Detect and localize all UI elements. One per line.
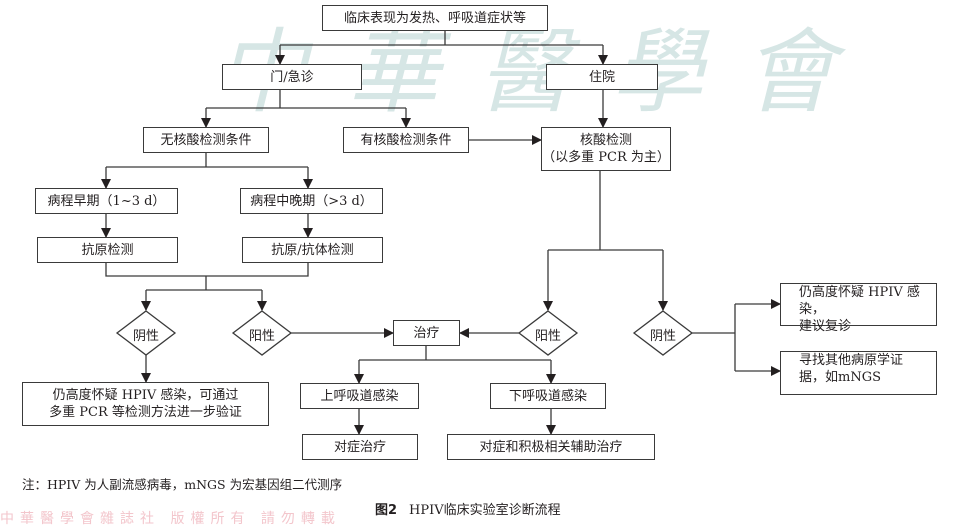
figure-caption: 图2 HPIV临床实验室诊断流程: [375, 499, 561, 518]
caption-label: 图2: [375, 503, 398, 518]
edge-nat-split: [548, 170, 663, 251]
label-pos-right: 阳性: [534, 329, 561, 344]
label-neg-right: 阴性: [649, 329, 676, 344]
node-treatment: 治疗: [393, 320, 460, 346]
node-early: 病程早期（1~3 d）: [35, 188, 178, 214]
node-outpatient: 门/急诊: [222, 64, 362, 90]
caption-title: HPIV临床实验室诊断流程: [409, 503, 561, 518]
diamond-pos-left: [231, 310, 293, 356]
node-urti: 上呼吸道感染: [300, 383, 419, 409]
edge-treatment-split: [359, 345, 551, 361]
suspect-pcr-line1: 仍高度怀疑 HPIV 感染，可通过: [52, 388, 239, 403]
edge-no-nat-split: [106, 152, 308, 168]
node-nat-line2: （以多重 PCR 为主）: [542, 150, 670, 165]
diamond-pos-right: [517, 310, 579, 356]
node-no-nat: 无核酸检测条件: [143, 127, 269, 153]
other-line1: 寻找其他病原学证: [799, 353, 904, 368]
node-nat: 核酸检测 （以多重 PCR 为主）: [541, 127, 671, 171]
node-symptomatic: 对症治疗: [302, 434, 418, 460]
edge-join: [105, 262, 309, 291]
edge-start-split: [280, 30, 603, 46]
label-neg-left: 阴性: [132, 329, 159, 344]
suspect-pcr-line2: 多重 PCR 等检测方法进一步验证: [49, 405, 242, 420]
node-has-nat: 有核酸检测条件: [343, 127, 469, 153]
node-suspect-pcr: 仍高度怀疑 HPIV 感染，可通过 多重 PCR 等检测方法进一步验证: [22, 382, 269, 426]
node-start: 临床表现为发热、呼吸道症状等: [322, 5, 548, 31]
edge-outpatient-split: [206, 90, 406, 109]
node-nat-line1: 核酸检测: [579, 133, 632, 148]
footer-watermark: 中華醫學會雜誌社 版權所有 請勿轉載: [0, 511, 341, 527]
node-other-pathogen: 寻找其他病原学证 据，如mNGS: [780, 351, 937, 395]
suspect-revisit-line2: 建议复诊: [799, 319, 852, 334]
node-inpatient: 住院: [546, 64, 658, 90]
edge-neg-right-split: [692, 304, 736, 371]
footnote: 注：HPIV 为人副流感病毒，mNGS 为宏基因组二代测序: [22, 477, 343, 492]
node-antigen-antibody: 抗原/抗体检测: [242, 237, 383, 263]
other-line2: 据，如mNGS: [799, 370, 881, 385]
node-lrti: 下呼吸道感染: [490, 383, 606, 409]
node-supportive: 对症和积极相关辅助治疗: [447, 434, 655, 460]
diamond-neg-right: [632, 310, 694, 356]
label-pos-left: 阳性: [248, 329, 275, 344]
node-suspect-revisit: 仍高度怀疑 HPIV 感染， 建议复诊: [780, 283, 937, 334]
suspect-revisit-line1: 仍高度怀疑 HPIV 感染，: [799, 285, 920, 317]
node-antigen: 抗原检测: [37, 237, 178, 263]
node-late: 病程中晚期（>3 d）: [240, 188, 383, 214]
